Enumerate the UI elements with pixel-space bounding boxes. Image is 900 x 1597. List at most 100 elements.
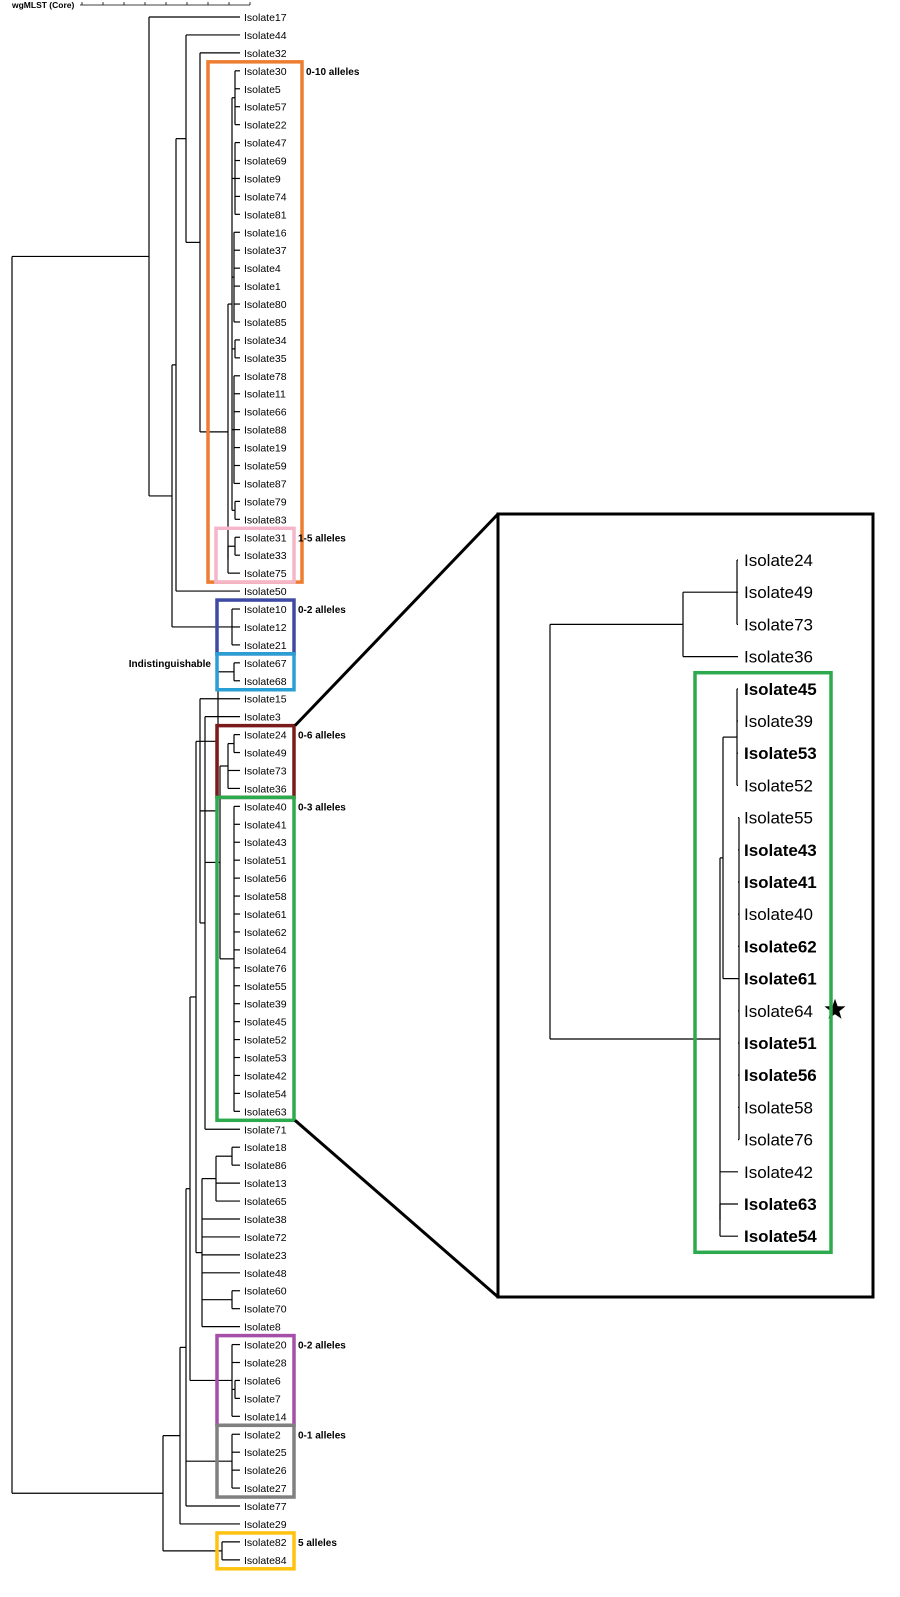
leaf-label: Isolate72 <box>244 1232 287 1244</box>
cluster-label-gray: 0-1 alleles <box>298 1430 346 1441</box>
leaf-label: Isolate12 <box>244 622 287 634</box>
leaf-label: Isolate23 <box>244 1250 287 1262</box>
zoom-leaf-label: Isolate41 <box>744 873 817 892</box>
leaf-label: Isolate79 <box>244 496 287 508</box>
leaf-label: Isolate24 <box>244 730 287 742</box>
star-icon <box>824 998 846 1019</box>
leaf-label: Isolate63 <box>244 1106 287 1118</box>
leaf-label: Isolate84 <box>244 1555 287 1567</box>
cluster-label-yellow: 5 alleles <box>298 1538 337 1549</box>
leaf-label: Isolate34 <box>244 335 287 347</box>
zoom-leaf-label: Isolate40 <box>744 905 813 924</box>
leaf-label: Isolate13 <box>244 1178 287 1190</box>
zoom-leaf-label: Isolate53 <box>744 744 817 763</box>
leaf-label: Isolate22 <box>244 120 287 132</box>
leaf-label: Isolate31 <box>244 532 287 544</box>
leaf-label: Isolate30 <box>244 66 287 78</box>
leaf-labels: Isolate17Isolate44Isolate32Isolate30Isol… <box>244 12 287 1567</box>
zoom-connector-top <box>293 512 500 727</box>
leaf-label: Isolate69 <box>244 156 287 168</box>
leaf-label: Isolate17 <box>244 12 287 24</box>
leaf-label: Isolate59 <box>244 461 287 473</box>
scale-bar <box>80 2 251 6</box>
leaf-label: Isolate85 <box>244 317 287 329</box>
leaf-label: Isolate42 <box>244 1070 287 1082</box>
zoom-leaf-label: Isolate61 <box>744 970 817 989</box>
zoom-leaf-label: Isolate51 <box>744 1034 817 1053</box>
leaf-label: Isolate52 <box>244 1035 287 1047</box>
leaf-label: Isolate33 <box>244 550 287 562</box>
leaf-label: Isolate38 <box>244 1214 287 1226</box>
leaf-label: Isolate75 <box>244 568 287 580</box>
leaf-label: Isolate61 <box>244 909 287 921</box>
zoom-leaf-label: Isolate49 <box>744 583 813 602</box>
leaf-label: Isolate19 <box>244 443 287 455</box>
zoom-leaf-label: Isolate63 <box>744 1195 817 1214</box>
leaf-label: Isolate81 <box>244 209 287 221</box>
leaf-label: Isolate66 <box>244 407 287 419</box>
zoom-leaf-label: Isolate24 <box>744 551 813 570</box>
leaf-label: Isolate48 <box>244 1268 287 1280</box>
leaf-label: Isolate64 <box>244 945 287 957</box>
zoom-leaf-label: Isolate76 <box>744 1131 813 1150</box>
leaf-label: Isolate80 <box>244 299 287 311</box>
leaf-label: Isolate56 <box>244 873 287 885</box>
zoom-leaf-label: Isolate45 <box>744 680 817 699</box>
leaf-label: Isolate35 <box>244 353 287 365</box>
leaf-label: Isolate65 <box>244 1196 287 1208</box>
leaf-label: Isolate88 <box>244 425 287 437</box>
leaf-label: Isolate76 <box>244 963 287 975</box>
zoom-leaf-label: Isolate42 <box>744 1163 813 1182</box>
tree-branches <box>11 16 240 1561</box>
cluster-box-yellow <box>215 1531 296 1571</box>
zoom-leaf-label: Isolate36 <box>744 648 813 667</box>
leaf-label: Isolate67 <box>244 658 287 670</box>
zoom-leaf-label: Isolate55 <box>744 809 813 828</box>
leaf-label: Isolate21 <box>244 640 287 652</box>
leaf-label: Isolate32 <box>244 48 287 60</box>
cluster-label-navy: 0-2 alleles <box>298 605 346 616</box>
leaf-label: Isolate41 <box>244 819 287 831</box>
leaf-label: Isolate60 <box>244 1286 287 1298</box>
leaf-label: Isolate77 <box>244 1501 287 1513</box>
zoom-leaf-label: Isolate62 <box>744 937 817 956</box>
leaf-label: Isolate39 <box>244 999 287 1011</box>
leaf-label: Isolate16 <box>244 227 287 239</box>
leaf-label: Isolate83 <box>244 514 287 526</box>
cluster-label-lightblue: Indistinguishable <box>129 659 212 670</box>
zoom-leaf-label: Isolate73 <box>744 615 813 634</box>
zoom-leaf-label: Isolate39 <box>744 712 813 731</box>
leaf-label: Isolate14 <box>244 1411 287 1423</box>
zoom-connectors <box>293 512 500 1299</box>
zoom-panel: Isolate24Isolate49Isolate73Isolate36Isol… <box>496 512 875 1299</box>
leaf-label: Isolate73 <box>244 765 287 777</box>
leaf-label: Isolate71 <box>244 1124 287 1136</box>
leaf-label: Isolate1 <box>244 281 281 293</box>
cluster-label-orange: 0-10 alleles <box>306 67 360 78</box>
zoom-cluster-box <box>693 670 833 1255</box>
cluster-label-purple: 0-2 alleles <box>298 1341 346 1352</box>
leaf-label: Isolate50 <box>244 586 287 598</box>
zoom-frame <box>496 512 875 1299</box>
leaf-label: Isolate11 <box>244 389 286 401</box>
leaf-label: Isolate2 <box>244 1429 281 1441</box>
zoom-leaf-label: Isolate54 <box>744 1227 817 1246</box>
leaf-label: Isolate43 <box>244 837 287 849</box>
leaf-label: Isolate26 <box>244 1465 287 1477</box>
leaf-label: Isolate29 <box>244 1519 287 1531</box>
leaf-label: Isolate20 <box>244 1340 287 1352</box>
leaf-label: Isolate27 <box>244 1483 287 1495</box>
leaf-label: Isolate7 <box>244 1393 281 1405</box>
leaf-label: Isolate74 <box>244 191 287 203</box>
zoom-leaf-label: Isolate58 <box>744 1098 813 1117</box>
leaf-label: Isolate44 <box>244 30 287 42</box>
leaf-label: Isolate8 <box>244 1322 281 1334</box>
cluster-label-green: 0-3 alleles <box>298 802 346 813</box>
cluster-box-lightblue <box>215 652 296 692</box>
leaf-label: Isolate45 <box>244 1017 287 1029</box>
leaf-label: Isolate4 <box>244 263 281 275</box>
leaf-label: Isolate40 <box>244 801 287 813</box>
leaf-label: Isolate9 <box>244 173 281 185</box>
